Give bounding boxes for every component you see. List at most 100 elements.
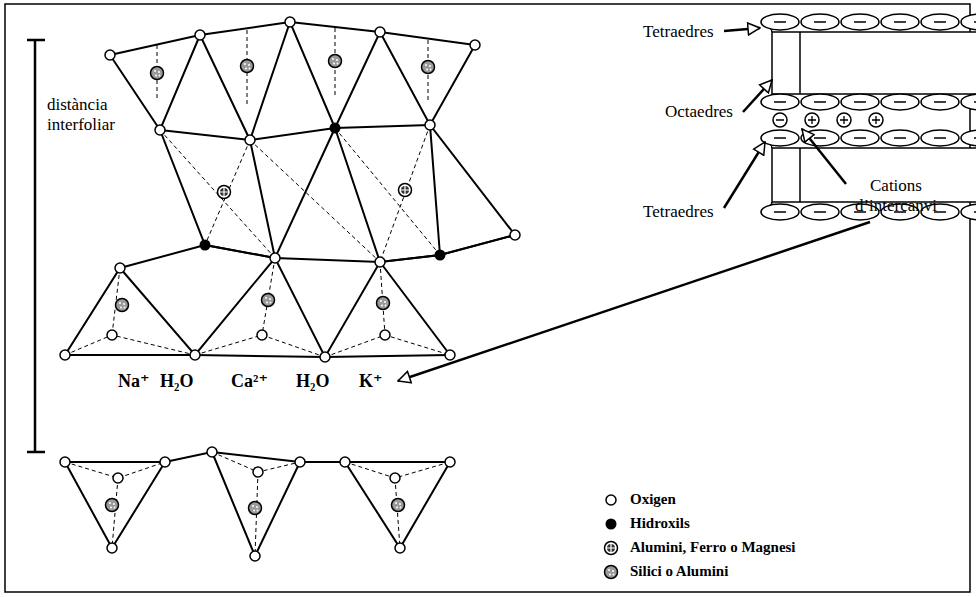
- interlayer-bracket: [27, 40, 45, 452]
- oxygen-atoms: [375, 27, 385, 37]
- legend-item: Silici o Alumini: [603, 563, 728, 580]
- leader-arrows: [398, 222, 870, 381]
- layer-schematic: [799, 32, 801, 202]
- oxygen-atoms: [155, 125, 165, 135]
- next-layer-tetrahedral-sheet: [65, 452, 450, 462]
- oxygen-atoms: [395, 543, 405, 553]
- oxygen-atoms: [470, 40, 480, 50]
- oxygen-atoms: [510, 230, 520, 240]
- oxygen-atoms: [115, 263, 125, 273]
- oxygen-atoms: [160, 457, 170, 467]
- octahedral-sheet: [275, 128, 335, 258]
- next-layer-tetrahedral-sheet: [65, 452, 450, 556]
- oxygen-atoms: [195, 30, 205, 40]
- oxygen-atoms: [253, 467, 263, 477]
- oxygen-atoms: [380, 330, 390, 340]
- octahedral-sheet: [205, 235, 515, 262]
- legend-item: Hidroxils: [603, 515, 690, 532]
- ion-label: Ca²⁺: [231, 371, 268, 392]
- leader-arrows: [743, 80, 772, 112]
- ion-label: Na⁺: [118, 371, 150, 392]
- oxygen-atoms: [60, 350, 70, 360]
- tetrahedral-cations: [392, 499, 405, 512]
- next-layer-tetrahedral-sheet: [65, 452, 450, 556]
- leader-arrows: [802, 129, 846, 184]
- next-layer-tetrahedral-sheet: [65, 452, 450, 556]
- legend-text: Alumini, Ferro o Magnesi: [630, 539, 796, 556]
- layer-schematic: [961, 94, 976, 110]
- octahedral-sheet: [160, 125, 440, 262]
- tetrahedral-cations: [151, 67, 164, 80]
- tetrahedral-cations: [329, 55, 342, 68]
- oxygen-atoms: [390, 473, 400, 483]
- layer-schematic: [961, 14, 976, 30]
- octahedral-cations: [218, 186, 231, 199]
- tetrahedral-cations: [106, 499, 119, 512]
- octahedral-sheet: [160, 130, 275, 258]
- ion-label: H₂O: [296, 371, 329, 392]
- layer-schematic: [776, 116, 880, 124]
- layer-schematic: [761, 14, 976, 220]
- tetrahedral-cations: [116, 299, 129, 312]
- oxygen-atoms: [425, 120, 435, 130]
- legend-text: Oxigen: [630, 491, 676, 508]
- oxygen-atoms: [113, 473, 123, 483]
- octahedral-cations: [399, 184, 412, 197]
- oxygen-atoms: [107, 543, 117, 553]
- ion-label: H₂O: [160, 371, 193, 392]
- legend-symbol: [605, 565, 618, 578]
- tetrahedral-cations: [249, 502, 262, 515]
- legend-text: Silici o Alumini: [630, 563, 728, 580]
- hydroxyl-groups: [200, 123, 446, 261]
- upper-tetrahedral-sheet: [110, 22, 475, 140]
- leader-arrows: [724, 142, 765, 208]
- upper-tetrahedral-sheet: [157, 28, 428, 105]
- upper-tetrahedral-sheet: [110, 22, 475, 140]
- legend-symbol: [603, 540, 619, 556]
- legend-symbol: [603, 516, 619, 532]
- oxygen-atoms: [60, 457, 70, 467]
- sheet-label: Tetraedres: [643, 22, 714, 42]
- oxygen-atoms: [445, 457, 455, 467]
- octahedral-sheet: [160, 125, 515, 262]
- oxygen-atoms: [60, 17, 520, 561]
- layer-schematic: [961, 204, 976, 220]
- oxygen-atoms: [375, 257, 385, 267]
- oxygen-atoms: [285, 17, 295, 27]
- layer-schematic: [761, 22, 772, 212]
- hydroxyl-groups: [200, 240, 211, 251]
- oxygen-atoms: [190, 350, 200, 360]
- legend-item: Oxigen: [603, 491, 676, 508]
- oxygen-atoms: [270, 253, 280, 263]
- leader-arrows: [398, 28, 870, 381]
- callout-label: Cations d’intercanvi: [846, 176, 946, 215]
- oxygen-atoms: [250, 551, 260, 561]
- leader-arrows: [724, 28, 760, 31]
- hydroxyl-groups: [435, 250, 446, 261]
- upper-tetrahedral-sheet: [160, 125, 430, 140]
- lower-tetrahedral-sheet: [65, 355, 450, 357]
- tetrahedral-cations: [106, 55, 435, 515]
- lower-tetrahedral-sheet: [65, 258, 450, 357]
- ion-label: K⁺: [359, 371, 383, 392]
- lower-tetrahedral-sheet: [65, 258, 450, 357]
- oxygen-atoms: [340, 457, 350, 467]
- legend-text: Hidroxils: [630, 515, 690, 532]
- legend-symbol: [603, 564, 619, 580]
- tetrahedral-cations: [241, 60, 254, 73]
- oxygen-atoms: [207, 447, 217, 457]
- oxygen-atoms: [257, 330, 267, 340]
- octahedral-cations: [218, 184, 412, 199]
- layer-schematic: [761, 14, 976, 220]
- sheet-label: Octaedres: [665, 102, 733, 122]
- oxygen-atoms: [320, 352, 330, 362]
- oxygen-atoms: [445, 350, 455, 360]
- oxygen-atoms: [245, 135, 255, 145]
- oxygen-atoms: [107, 330, 117, 340]
- tetrahedral-cations: [422, 61, 435, 74]
- sheet-label: Tetraedres: [643, 202, 714, 222]
- lower-tetrahedral-sheet: [120, 245, 205, 268]
- oxygen-atoms: [295, 457, 305, 467]
